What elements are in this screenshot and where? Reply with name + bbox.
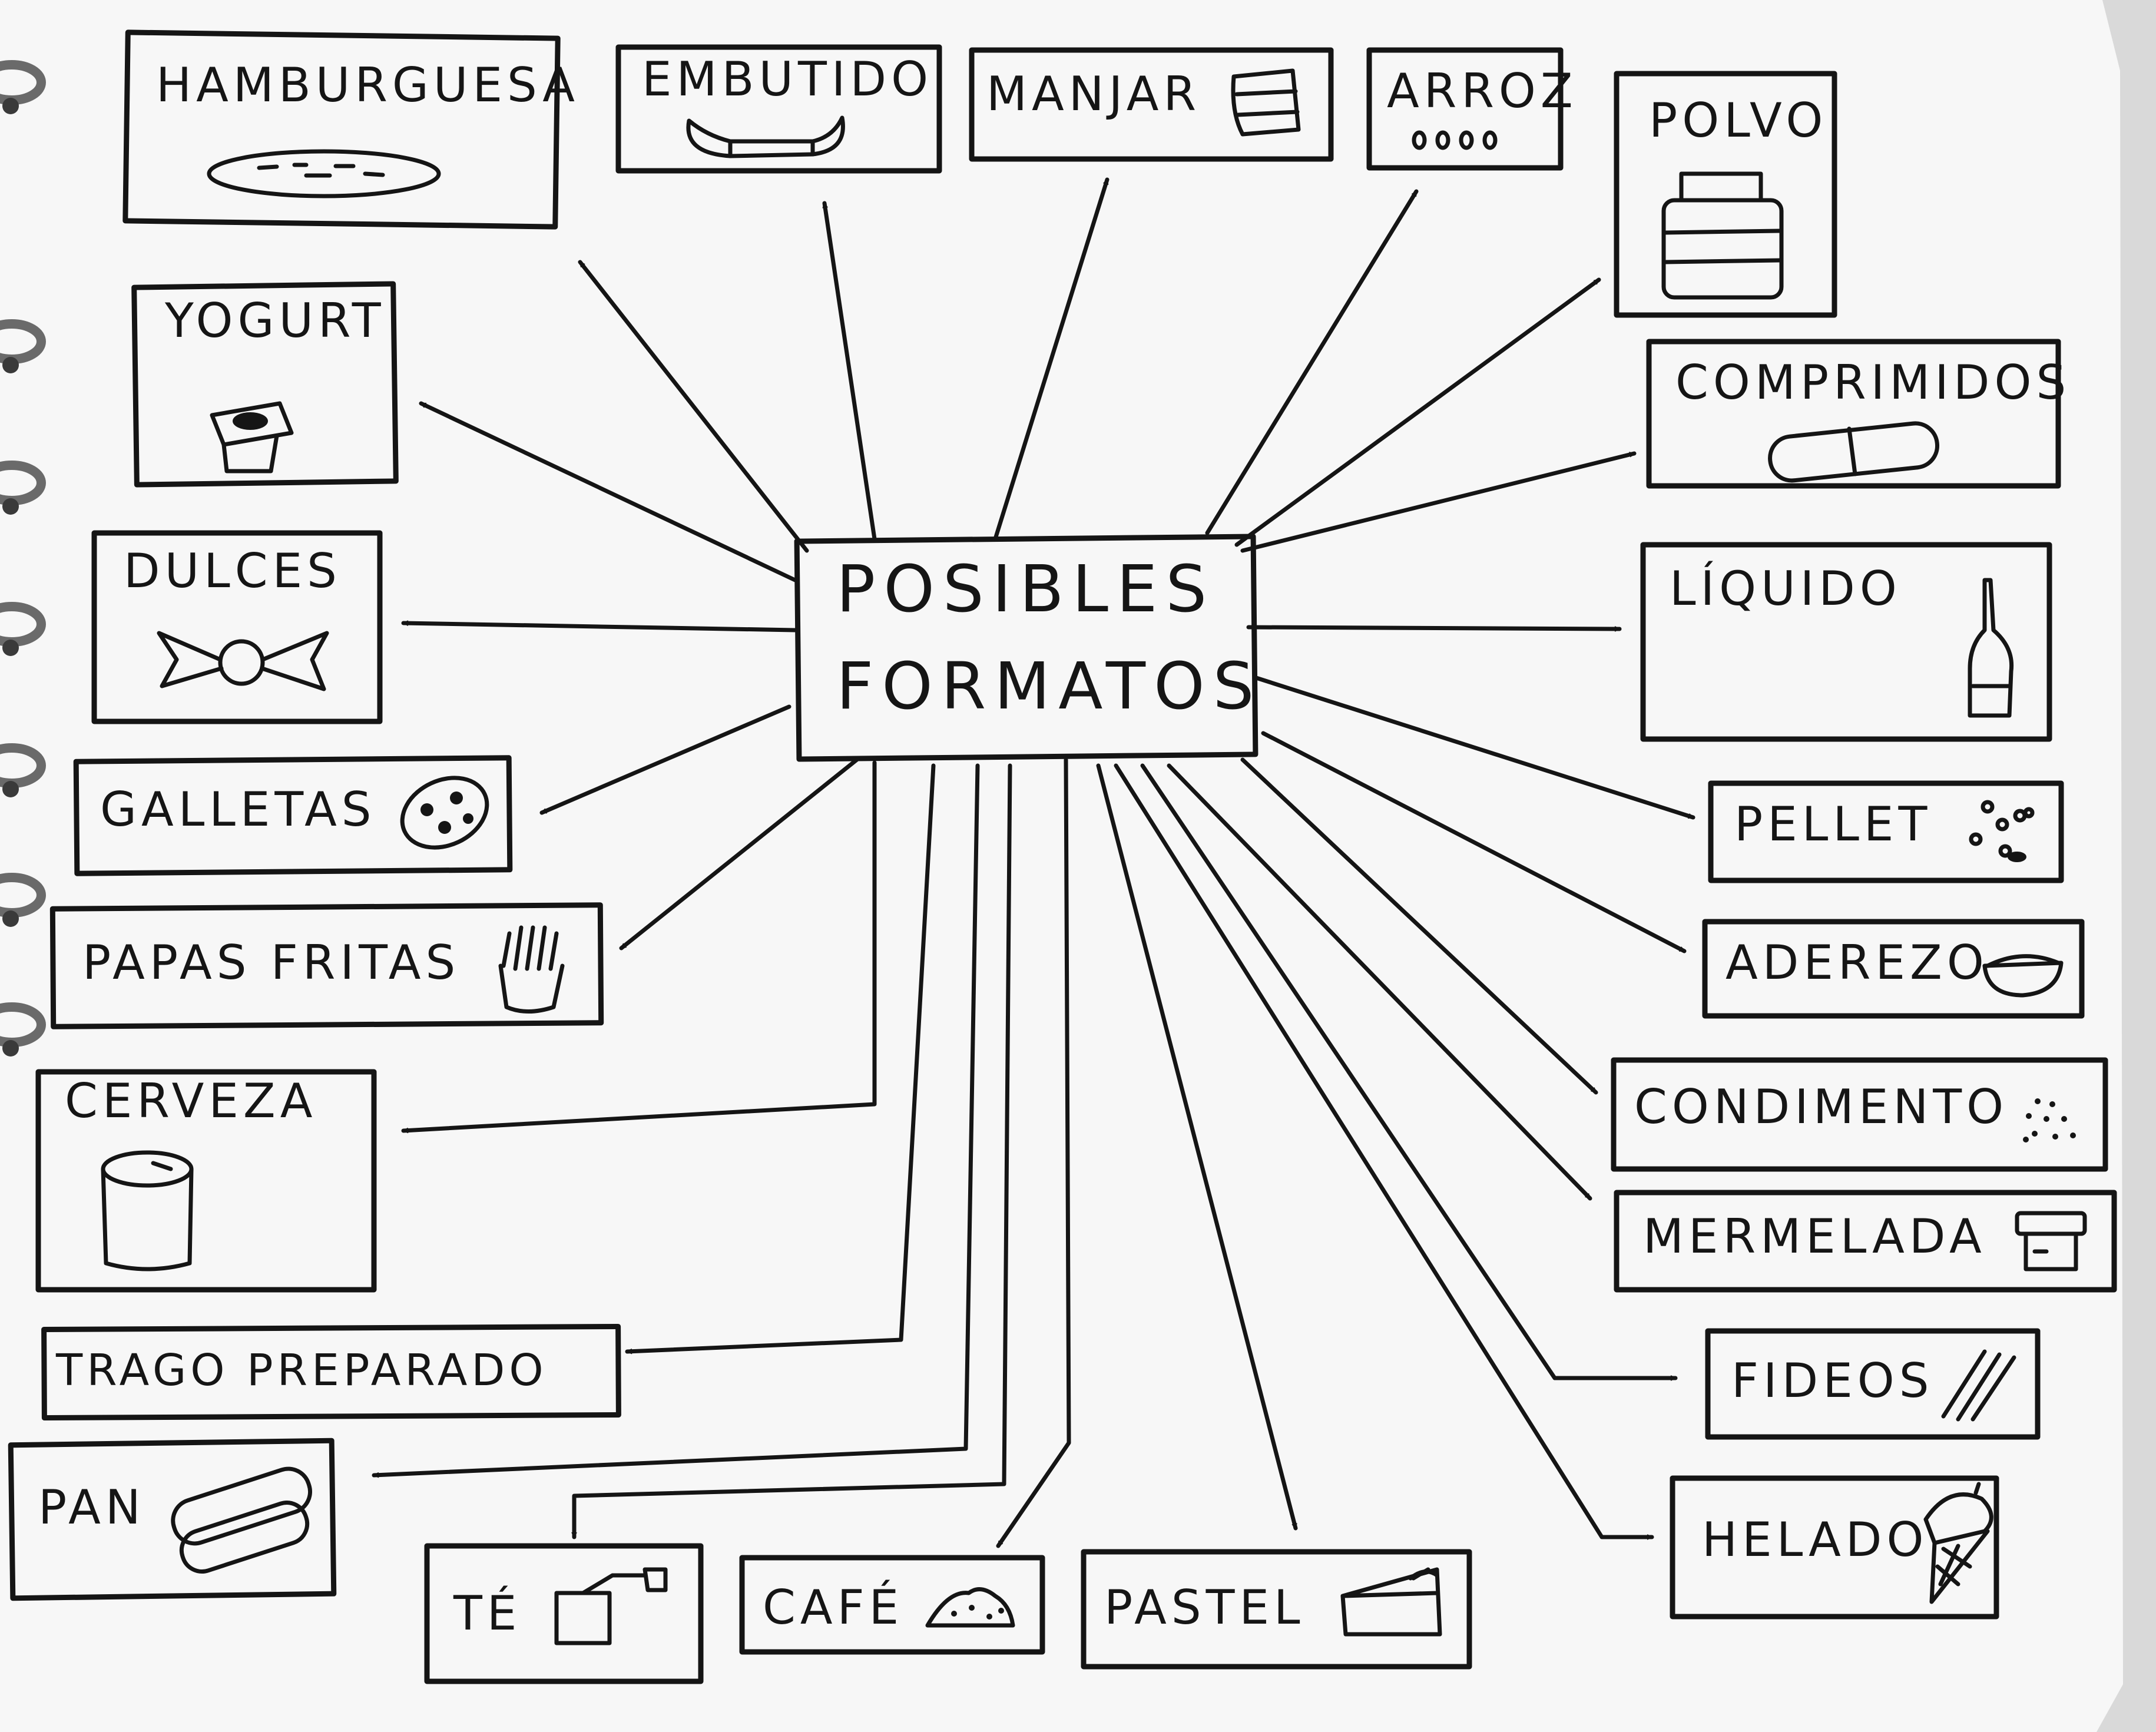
box-manjar [969,47,1334,162]
arrow-hamburguesa [578,260,809,553]
label-pastel: PASTEL [1104,1580,1305,1635]
rice-grains-icon [1412,130,1498,150]
jam-jar-icon [2015,1211,2087,1271]
coffee-pile-icon [925,1587,1015,1628]
label-yogurt: YOGURT [165,293,386,348]
bread-icon [171,1466,313,1574]
box-cafe [739,1555,1045,1655]
arrow-liquido [1246,625,1622,632]
arrow-te [571,763,1012,1539]
box-liquido [1640,542,2052,742]
box-polvo [1614,71,1837,318]
label-pan: PAN [38,1480,145,1535]
box-pellet [1708,780,2064,883]
noodles-icon [1941,1349,2016,1422]
box-yogurt [131,281,399,488]
label-comprimidos: COMPRIMIDOS [1675,355,2071,410]
arrow-papas-fritas [619,757,859,951]
box-condimento [1611,1057,2108,1172]
arrow-cafe [996,757,1071,1548]
spiral-binding [0,60,46,1057]
box-embutido [615,44,942,174]
box-cerveza [35,1069,377,1293]
sausage-icon [686,115,845,158]
label-condimento: CONDIMENTO [1634,1079,2009,1134]
ice-cream-cone-icon [1923,1482,1993,1604]
patty-icon [207,149,441,198]
format-boxes [8,29,2117,1684]
box-papas-fritas [49,902,604,1029]
label-dulces: DULCES [124,544,342,598]
label-helado: HELADO [1702,1512,1929,1567]
box-trago-preparado [41,1323,621,1421]
cookie-icon [400,776,489,850]
label-cafe: CAFÉ [763,1580,904,1635]
label-mermelada: MERMELADA [1643,1209,1986,1264]
arrow-arroz [1205,189,1419,535]
box-hamburguesa [122,29,561,230]
box-te [424,1543,704,1684]
center-title-line2: FORMATOS [836,648,1263,724]
powder-jar-icon [1661,171,1784,300]
arrow-aderezo [1261,731,1687,953]
label-papas-fritas: PAPAS FRITAS [82,935,461,990]
box-mermelada [1614,1190,2117,1293]
label-aderezo: ADEREZO [1726,935,1989,990]
cake-slice-icon [1340,1567,1442,1637]
label-embutido: EMBUTIDO [642,52,933,107]
label-manjar: MANJAR [986,67,1201,121]
label-arroz: ARROZ [1387,64,1578,118]
arrow-galletas [539,704,791,815]
beer-can-icon [101,1150,194,1271]
arrow-helado [1114,763,1654,1540]
label-hamburguesa: HAMBURGUESA [156,58,580,112]
arrow-mermelada [1167,763,1592,1201]
arrow-pan [372,763,980,1478]
label-trago-preparado: TRAGO PREPARADO [56,1345,548,1396]
label-liquido: LÍQUIDO [1670,561,1902,616]
yogurt-cup-icon [210,401,294,473]
box-pan [8,1438,337,1601]
box-fideos [1705,1328,2041,1440]
tea-bag-icon [554,1567,668,1645]
manjar-pack-icon [1231,68,1301,137]
label-te: TÉ [453,1586,522,1641]
center-box [794,534,1259,762]
arrow-trago-preparado [625,763,936,1355]
connectors [372,177,1695,1548]
wrapped-candy-icon [157,631,329,691]
arrow-pellet [1252,675,1695,820]
label-cerveza: CERVEZA [65,1074,317,1128]
fries-icon [498,925,565,1014]
box-comprimidos [1646,339,2061,489]
arrow-cerveza [401,760,877,1134]
bottle-icon [1968,578,2014,718]
label-fideos: FIDEOS [1731,1353,1934,1408]
arrow-polvo [1234,277,1601,547]
label-pellet: PELLET [1734,797,1932,852]
arrow-fideos [1140,763,1678,1381]
arrow-manjar [993,177,1110,541]
pellets-icon [1969,800,2035,862]
box-arroz [1366,47,1564,171]
box-aderezo [1702,919,2085,1019]
arrow-dulces [401,620,797,632]
arrow-yogurt [419,401,797,582]
box-helado [1670,1475,1999,1620]
capsule-icon [1768,421,1940,483]
box-dulces [91,530,383,724]
arrow-embutido [822,201,877,541]
label-galletas: GALLETAS [100,782,376,837]
arrow-pastel [1096,763,1298,1531]
arrow-comprimidos [1240,451,1637,553]
label-polvo: POLVO [1649,93,1828,148]
box-pastel [1081,1549,1472,1670]
dressing-bowl-icon [1982,954,2064,998]
box-galletas [73,755,513,876]
seasoning-icon [2023,1098,2076,1142]
center-title-line1: POSIBLES [836,551,1216,627]
arrow-condimento [1240,757,1598,1095]
